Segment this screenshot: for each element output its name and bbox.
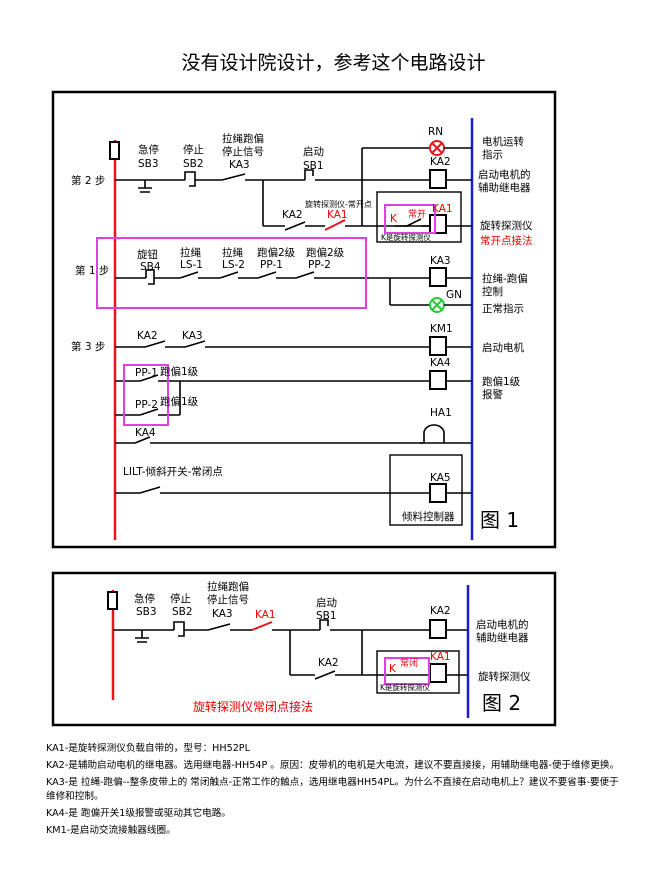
label-fig1-right_labels-motor_run-0: 电机运转 — [482, 135, 524, 148]
label-fig2-sb3-1: SB3 — [136, 606, 157, 618]
label-fig1-right_labels-aux_relay-0: 启动电机的 — [478, 168, 531, 181]
label-fig1-pp_level1b: 跑偏1级 — [160, 395, 199, 408]
label-fig1-k: K — [390, 213, 398, 225]
label-fig2-aux_relay-1: 辅助继电器 — [476, 631, 529, 644]
label-fig1-ha1: HA1 — [430, 407, 452, 419]
label-fig1-ka2: KA2 — [282, 209, 303, 221]
label-fig1-pp2-1: PP-2 — [308, 259, 331, 271]
label-fig1-right_labels-aux_relay-1: 辅助继电器 — [478, 181, 531, 194]
label-fig1-pp1_l: PP-1 — [135, 367, 158, 379]
label-fig2-ka2_coil: KA2 — [430, 605, 451, 617]
label-fig1-pp_level1: 跑偏1级 — [160, 365, 199, 378]
label-fig1-sb2-0: 停止 — [183, 143, 204, 156]
label-fig1-ls2-1: LS-2 — [222, 259, 245, 271]
label-fig2-ka1_red: KA1 — [255, 609, 276, 621]
label-fig2-ka3-1: 停止信号 — [207, 593, 249, 606]
label-fig2-sb2-0: 停止 — [170, 592, 191, 605]
page-title: 没有设计院设计，参考这个电路设计 — [181, 52, 486, 74]
label-fig2-sb3-0: 急停 — [134, 592, 155, 605]
label-fig1-ls2-0: 拉绳 — [222, 246, 243, 259]
label-fig1-sb4-1: SB4 — [140, 261, 161, 273]
label-fig1-ka2_coil: KA2 — [430, 156, 451, 168]
fig1-step3: 第 3 步 — [71, 340, 105, 353]
label-fig2-ka3-0: 拉绳跑偏 — [207, 580, 249, 593]
label-fig1-right_labels-rope_ctrl-0: 拉绳-跑偏 — [482, 272, 528, 285]
label-fig1-right_labels-no_wiring: 常开点接法 — [480, 234, 533, 247]
label-fig1-ka3_top-0: 拉绳跑偏 — [222, 132, 264, 145]
label-fig1-ka5: KA5 — [430, 472, 451, 484]
note-km1: KM1-是启动交流接触器线圈。 — [46, 825, 176, 836]
label-fig2-ka3-2: KA3 — [212, 608, 233, 620]
label-fig2-k_box: K是旋转探测仪 — [380, 682, 430, 692]
figure-2-frame — [51, 571, 557, 727]
note-ka1: KA1-是旋转探测仪负载自带的，型号：HH52PL — [46, 743, 250, 754]
label-fig2-nc_wiring: 旋转探测仪常闭点接法 — [193, 699, 313, 714]
notes: KA1-是旋转探测仪负载自带的，型号：HH52PL KA2-是辅助启动电机的继电… — [46, 742, 626, 841]
label-fig1-tilt_ctrl: 倾料控制器 — [402, 510, 455, 523]
label-fig1-sb3-0: 急停 — [138, 143, 159, 156]
label-fig1-sb1-0: 启动 — [303, 145, 324, 158]
label-fig1-ls1-0: 拉绳 — [180, 246, 201, 259]
label-fig2-ka1_coil: KA1 — [430, 651, 451, 663]
label-fig1-right_labels-alarm-0: 跑偏1级 — [482, 375, 521, 388]
label-fig1-ls1-1: LS-1 — [180, 259, 203, 271]
fig1-k-highlight — [384, 204, 436, 234]
label-fig1-ka3_top-1: 停止信号 — [222, 145, 264, 158]
label-fig1-pp1-0: 跑偏2级 — [257, 246, 296, 259]
label-fig1-right_labels-start_motor: 启动电机 — [482, 341, 524, 354]
label-fig2-changbi: 常闭 — [400, 657, 418, 669]
label-fig1-rot_note: 旋转探测仪-常开点 — [305, 199, 372, 209]
label-fig1-right_labels-rot_det: 旋转探测仪 — [480, 219, 533, 232]
label-fig2-k: K — [389, 663, 397, 675]
label-fig1-ka4_coil: KA4 — [430, 357, 451, 369]
label-fig1-sb1-1: SB1 — [303, 160, 324, 172]
fig1-step1-highlight — [96, 237, 367, 309]
label-fig1-ka3_coil: KA3 — [430, 255, 451, 267]
label-fig1-rn: RN — [428, 126, 443, 138]
note-ka4: KA4-是 跑偏开关1级报警或驱动其它电路。 — [46, 808, 231, 819]
label-fig1-pp2_l: PP-2 — [135, 399, 158, 411]
label-fig2-sb1-0: 启动 — [316, 596, 337, 609]
label-fig1-sb4-0: 旋钮 — [137, 248, 158, 261]
label-fig1-sb3-1: SB3 — [138, 158, 159, 170]
label-fig1-ka3_s3: KA3 — [182, 330, 203, 342]
label-fig1-pp2-0: 跑偏2级 — [306, 246, 345, 259]
label-fig2-rot_det: 旋转探测仪 — [478, 670, 531, 683]
label-fig1-right_labels-normal: 正常指示 — [482, 302, 524, 315]
figure-1-frame — [51, 90, 557, 549]
fig1-fuse-icon — [109, 141, 120, 160]
fig2-k-highlight — [384, 657, 430, 685]
note-ka3: KA3-是 拉绳-跑偏--整条皮带上的 常闭触点-正常工作的触点，选用继电器HH… — [46, 777, 619, 802]
label-fig1-ka2_s3: KA2 — [137, 330, 158, 342]
label-fig2-sb1-1: SB1 — [316, 610, 337, 622]
label-fig1-right_labels-alarm-1: 报警 — [482, 388, 503, 401]
fig2-label: 图 2 — [482, 691, 521, 715]
label-fig1-ka1_red: KA1 — [327, 209, 348, 221]
label-fig1-km1: KM1 — [430, 323, 453, 335]
fig1-label: 图 1 — [480, 508, 519, 532]
label-fig1-gn: GN — [446, 289, 462, 301]
label-fig1-sb2-1: SB2 — [183, 158, 204, 170]
label-fig1-right_labels-rope_ctrl-1: 控制 — [482, 285, 503, 298]
label-fig2-sb2-1: SB2 — [172, 606, 193, 618]
fig1-step1: 第 1 步 — [75, 264, 109, 277]
label-fig1-right_labels-motor_run-1: 指示 — [482, 148, 503, 161]
fig1-pp-highlight — [123, 364, 169, 426]
note-ka2: KA2-是辅助启动电机的继电器。选用继电器-HH54P 。原因：皮带机的电机是大… — [46, 760, 620, 771]
label-fig1-lilt: LILT-倾斜开关-常闭点 — [123, 465, 223, 478]
label-fig2-ka2: KA2 — [318, 657, 339, 669]
label-fig1-changkai: 常开 — [408, 208, 426, 220]
label-fig2-aux_relay-0: 启动电机的 — [476, 618, 529, 631]
label-fig1-ka1_coil: KA1 — [432, 203, 453, 215]
label-fig1-ka3_top-2: KA3 — [229, 159, 250, 171]
label-fig1-ka4: KA4 — [135, 427, 156, 439]
label-fig1-pp1-1: PP-1 — [260, 259, 283, 271]
fig1-step2: 第 2 步 — [71, 174, 105, 187]
label-fig1-k_box: K是旋转探测仪 — [381, 232, 431, 242]
